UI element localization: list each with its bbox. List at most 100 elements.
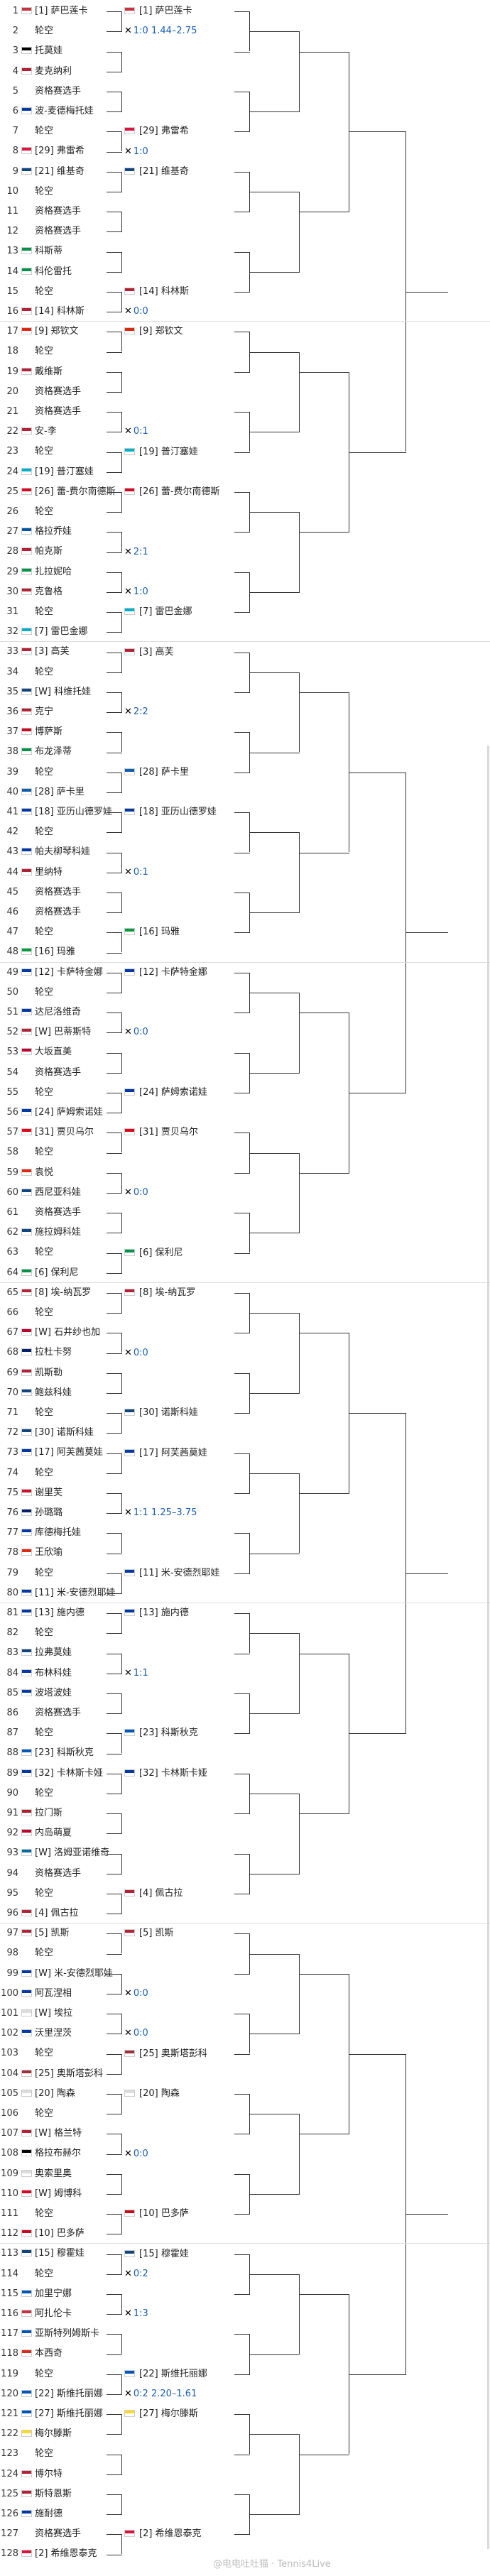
draw-slot[interactable]: 16[14] 科林斯 (0, 302, 107, 322)
draw-slot[interactable]: 112[10] 巴多萨 (0, 2224, 107, 2244)
draw-slot[interactable]: 121[27] 斯维托丽娜 (0, 2404, 107, 2424)
round2-slot[interactable] (124, 402, 234, 422)
round2-slot[interactable] (124, 202, 234, 222)
round2-slot[interactable]: [10] 巴多萨 (124, 2204, 234, 2224)
draw-slot[interactable]: 33[3] 高芙 (0, 642, 107, 662)
round2-slot[interactable]: [31] 贾贝乌尔 (124, 1123, 234, 1142)
round2-slot[interactable]: [5] 凯斯 (124, 1923, 234, 1943)
draw-slot[interactable]: 32[7] 雷巴金娜 (0, 622, 107, 642)
round2-slot[interactable] (124, 1964, 234, 1984)
round2-slot[interactable] (124, 2164, 234, 2184)
round2-slot[interactable]: [22] 斯维托丽娜 (124, 2364, 234, 2384)
draw-slot[interactable]: 9[21] 维基奇 (0, 162, 107, 182)
draw-slot[interactable]: 65[8] 埃-纳瓦罗 (0, 1283, 107, 1303)
round2-slot[interactable] (124, 843, 234, 863)
round2-slot[interactable]: [1] 萨巴莲卡 (124, 1, 234, 21)
draw-slot[interactable]: 120[22] 斯维托丽娜 (0, 2384, 107, 2404)
round2-slot[interactable] (124, 1203, 234, 1223)
round2-slot[interactable] (124, 562, 234, 582)
draw-slot[interactable]: 88[23] 科斯秋克 (0, 1743, 107, 1763)
round2-slot[interactable]: [29] 弗雷希 (124, 121, 234, 141)
scrollbar-track[interactable] (487, 746, 489, 2549)
draw-slot[interactable]: 107[W] 格兰特 (0, 2124, 107, 2144)
draw-slot[interactable]: 48[16] 玛雅 (0, 942, 107, 962)
draw-slot[interactable]: 72[30] 诺斯科娃 (0, 1423, 107, 1443)
round2-slot[interactable]: [19] 普汀塞娃 (124, 442, 234, 462)
draw-slot[interactable]: 128[2] 希维恩泰克 (0, 2544, 107, 2564)
draw-slot[interactable]: 99[W] 米-安德烈耶娃 (0, 1964, 112, 1984)
draw-slot[interactable]: 8[29] 弗雷希 (0, 141, 107, 161)
draw-slot[interactable]: 24[19] 普汀塞娃 (0, 462, 107, 482)
round2-slot[interactable] (124, 1644, 234, 1664)
draw-slot[interactable]: 35[W] 科维托娃 (0, 682, 107, 702)
round2-slot[interactable]: [23] 科斯秋克 (124, 1723, 234, 1743)
draw-slot[interactable]: 49[12] 卡萨特金娜 (0, 963, 107, 983)
round2-slot[interactable]: [9] 郑钦文 (124, 322, 234, 342)
draw-slot[interactable]: 89[32] 卡林斯卡娅 (0, 1764, 107, 1784)
round2-slot[interactable]: [25] 奥斯塔彭科 (124, 2044, 234, 2064)
round2-slot[interactable]: [7] 雷巴金娜 (124, 602, 234, 622)
round2-slot[interactable] (124, 722, 234, 742)
round2-slot[interactable]: [26] 蕾-费尔南德斯 (124, 482, 234, 502)
draw-slot[interactable]: 73[17] 阿芙茜莫娃 (0, 1443, 107, 1463)
draw-slot[interactable]: 64[6] 保利尼 (0, 1263, 107, 1283)
round2-slot[interactable] (124, 1483, 234, 1503)
round2-slot[interactable]: [3] 高芙 (124, 643, 234, 662)
round2-slot[interactable]: [12] 卡萨特金娜 (124, 963, 234, 983)
round2-slot[interactable] (124, 362, 234, 382)
round2-slot[interactable]: [32] 卡林斯卡娅 (124, 1764, 234, 1784)
round2-slot[interactable]: [8] 埃-纳瓦罗 (124, 1283, 234, 1303)
draw-slot[interactable]: 81[13] 施内德 (0, 1603, 107, 1623)
round2-slot[interactable]: [6] 保利尼 (124, 1243, 234, 1263)
draw-slot[interactable]: 110[W] 姆博科 (0, 2184, 107, 2204)
draw-slot[interactable]: 25[26] 蕾-费尔南德斯 (0, 482, 115, 502)
